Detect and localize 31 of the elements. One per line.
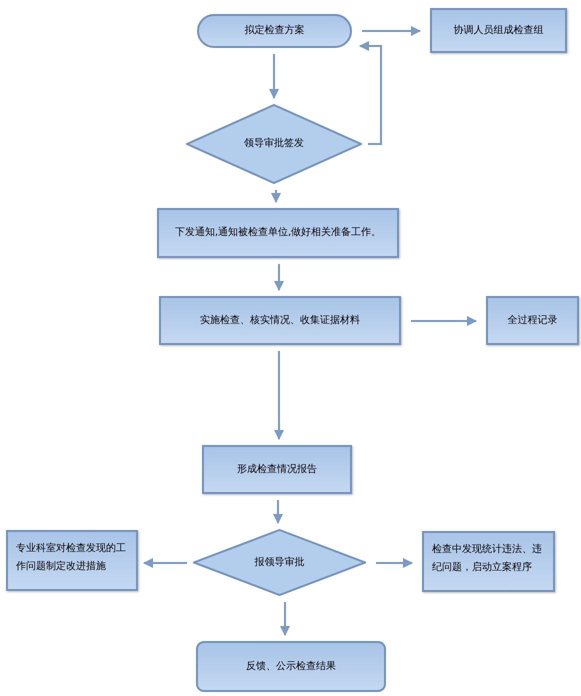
arrow — [274, 264, 284, 291]
node-label: 检查中发现统计违法、违纪问题，启动立案程序 — [432, 542, 543, 575]
node-label: 反馈、公示检查结果 — [246, 660, 336, 674]
process-box — [202, 445, 352, 494]
end-terminal — [196, 641, 386, 692]
node-label: 实施检查、核实情况、收集证据材料 — [200, 314, 360, 328]
arrow — [362, 26, 421, 36]
process-box — [6, 530, 138, 591]
arrow — [274, 351, 284, 440]
node-label: 报领导审批 — [254, 556, 304, 570]
process-box — [159, 296, 401, 345]
arrow — [271, 190, 281, 203]
arrow — [273, 500, 283, 524]
arrow — [143, 558, 187, 568]
start-terminal — [197, 14, 352, 48]
arrow — [269, 54, 279, 99]
node-label: 全过程记录 — [508, 314, 558, 328]
arrow — [376, 558, 413, 568]
arrow — [359, 41, 382, 145]
process-box — [486, 296, 579, 345]
node-label: 拟定检查方案 — [244, 24, 304, 38]
node-label: 下发通知,通知被检查单位,做好相关准备工作。 — [174, 226, 382, 240]
node-label: 形成检查情况报告 — [237, 462, 317, 476]
arrow — [280, 602, 290, 636]
process-box — [430, 8, 567, 53]
process-box — [422, 531, 555, 592]
arrow — [411, 316, 477, 326]
process-box — [157, 208, 399, 258]
node-label: 专业科室对检查发现的工作问题制定改进措施 — [16, 542, 127, 574]
node-label: 领导审批签发 — [244, 136, 304, 151]
node-label: 协调人员组成检查组 — [454, 24, 544, 38]
